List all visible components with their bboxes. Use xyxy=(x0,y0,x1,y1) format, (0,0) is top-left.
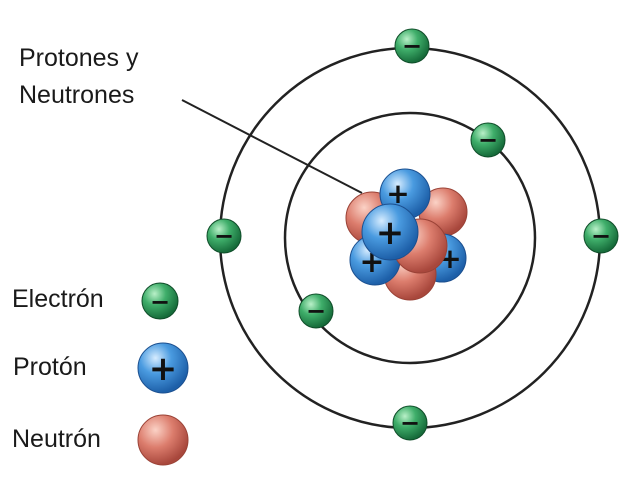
proton-sign: + xyxy=(376,213,405,253)
electron-particle: − xyxy=(206,218,242,254)
electron-sign: − xyxy=(402,32,422,60)
electron-sign: − xyxy=(214,222,234,250)
electron-particle: − xyxy=(392,405,428,441)
electron-sign: − xyxy=(478,126,498,154)
legend-proton-label: Protón xyxy=(13,353,87,381)
electron-particle: − xyxy=(583,218,619,254)
callout-pointer-line xyxy=(181,99,363,194)
electron-sign: − xyxy=(400,409,420,437)
electron-sign: − xyxy=(306,297,326,325)
electron-particle: − xyxy=(298,293,334,329)
legend-neutron-icon xyxy=(137,414,189,466)
electron-particle: − xyxy=(470,122,506,158)
legend-neutron-label: Neutrón xyxy=(12,425,101,453)
callout-label: Protones y Neutrones xyxy=(19,40,139,114)
callout-line-2: Neutrones xyxy=(19,81,135,109)
nucleus: + + + + xyxy=(345,168,468,301)
legend-proton-icon: + xyxy=(137,342,189,394)
electron-sign: − xyxy=(591,222,611,250)
legend-electron-icon: − xyxy=(141,282,179,320)
callout-line-1: Protones y xyxy=(19,44,139,72)
inner-orbit xyxy=(283,111,537,365)
proton-sign: + xyxy=(149,349,178,389)
legend-electron-label: Electrón xyxy=(12,285,104,313)
proton-sign: + xyxy=(386,177,409,210)
proton-particle: + xyxy=(361,203,419,261)
electron-sign: − xyxy=(150,288,170,316)
electron-particle: − xyxy=(394,28,430,64)
